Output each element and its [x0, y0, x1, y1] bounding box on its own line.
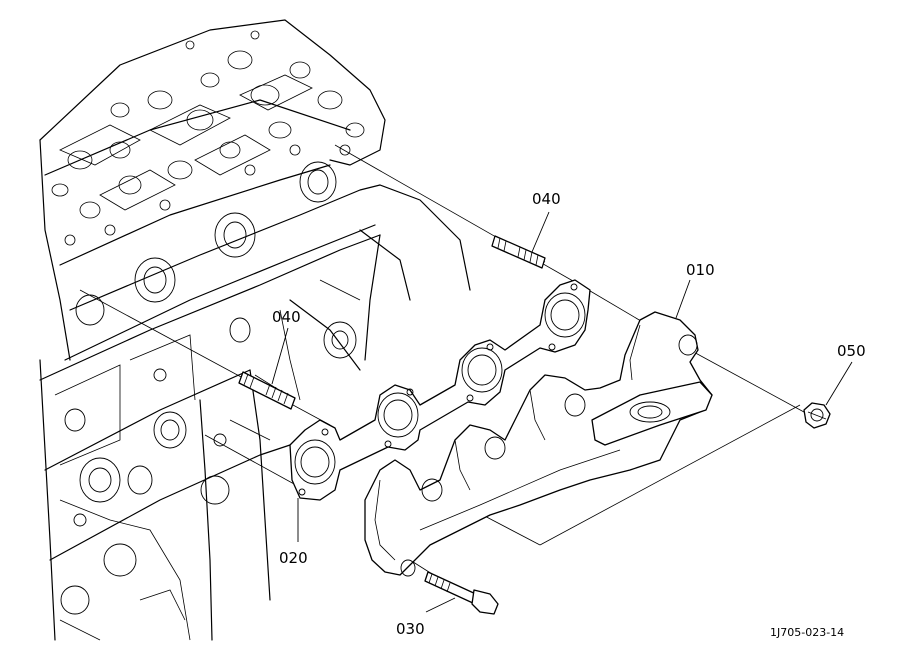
label-part-030: 030 [396, 620, 425, 638]
label-part-050: 050 [837, 342, 866, 360]
stud-bolt-lower [238, 371, 296, 410]
stud-bolt-upper [491, 235, 546, 269]
label-part-010: 010 [686, 261, 715, 279]
exhaust-gasket [289, 279, 591, 501]
label-part-040-lower: 040 [272, 308, 301, 326]
hex-nut [803, 402, 831, 429]
flange-bolt [424, 571, 499, 615]
engine-cylinder-head [39, 19, 471, 641]
label-part-040-upper: 040 [532, 190, 561, 208]
label-part-020: 020 [279, 549, 308, 567]
drawing-code: 1J705-023-14 [770, 626, 844, 639]
exhaust-manifold [364, 311, 713, 577]
leader-lines [271, 211, 853, 613]
